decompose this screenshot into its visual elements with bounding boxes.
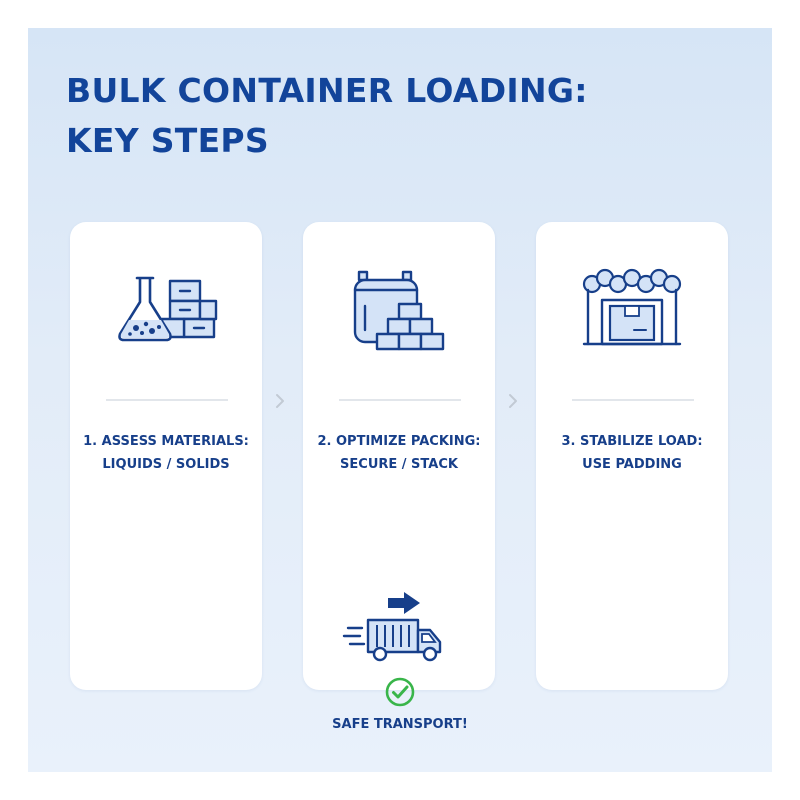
page-title: BULK CONTAINER LOADING: KEY STEPS (66, 66, 588, 166)
flask-boxes-icon (118, 276, 218, 342)
moving-truck-icon (342, 592, 442, 662)
step-card-stabilize: 3. STABILIZE LOAD: USE PADDING (536, 222, 728, 690)
step-card-assess: 1. ASSESS MATERIALS: LIQUIDS / SOLIDS (70, 222, 262, 690)
chevron-right-icon (276, 394, 284, 408)
step-label-1: 1. ASSESS MATERIALS: LIQUIDS / SOLIDS (83, 434, 249, 472)
step-label-2: 2. OPTIMIZE PACKING: SECURE / STACK (317, 434, 481, 472)
step-card-optimize: 2. OPTIMIZE PACKING: SECURE / STACK (303, 222, 495, 690)
safe-transport-label: SAFE TRANSPORT! (332, 717, 468, 732)
check-circle-icon (385, 677, 415, 707)
chevron-right-icon (509, 394, 517, 408)
container-stacked-boxes-icon (353, 270, 445, 351)
step-divider (572, 399, 694, 401)
title-line-2: KEY STEPS (66, 121, 269, 160)
step-divider (106, 399, 228, 401)
padded-crate-icon (582, 268, 682, 346)
step-label-3: 3. STABILIZE LOAD: USE PADDING (561, 434, 703, 472)
step-divider (339, 399, 461, 401)
title-line-1: BULK CONTAINER LOADING: (66, 71, 588, 110)
